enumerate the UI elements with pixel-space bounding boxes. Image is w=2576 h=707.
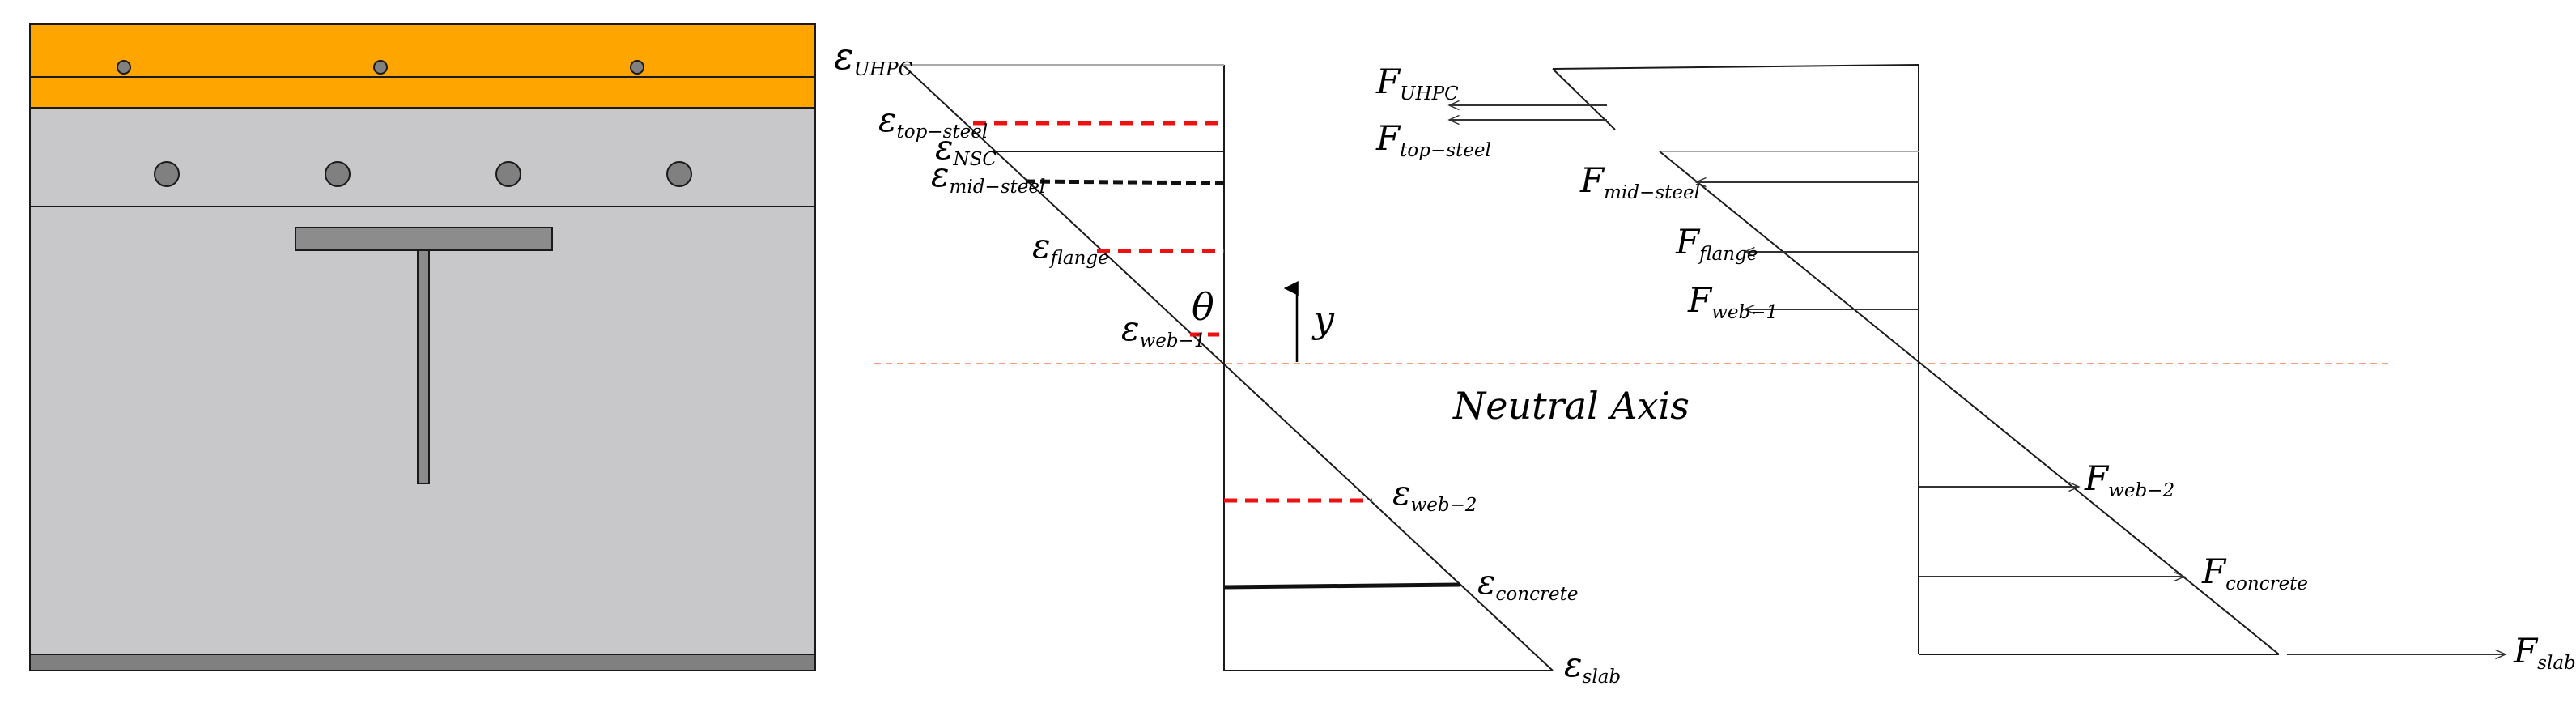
mid-rebar	[666, 161, 692, 187]
force-profile-line	[1659, 151, 2280, 655]
web1-strain-label: εweb−1	[1121, 309, 1205, 351]
concrete-strain-line	[1223, 582, 1461, 590]
cross-section	[29, 23, 816, 671]
slab-force-label: Fslab	[2513, 631, 2576, 674]
bottom-plate	[29, 654, 816, 671]
nsc-strain-label: εNSC	[935, 127, 997, 170]
web2-strain-label: εweb−2	[1392, 473, 1477, 516]
uhpc-strain-label: εUHPC	[834, 34, 913, 80]
uhpc-layer	[29, 23, 816, 109]
uhpc-force-label: FUHPC	[1375, 62, 1459, 104]
top-rebar	[117, 60, 131, 75]
neutral-axis-label: Neutral Axis	[1452, 384, 1690, 428]
mid-steel-strain-dash	[1025, 179, 1225, 185]
rotation-theta-label: θ	[1192, 285, 1214, 329]
strain-diagram: εUHPC εtop−steel εNSC εmid−steel εflange…	[834, 34, 1621, 688]
mid-steel-strain-label: εmid−steel	[931, 155, 1045, 198]
concrete-force-label: Fconcrete	[2201, 552, 2308, 594]
force-diagram: FUHPC Ftop−steel Fmid−steel Fflange Fweb…	[1375, 62, 2576, 674]
strain-profile-line	[902, 64, 1554, 671]
force-top-line	[1552, 64, 1919, 70]
steel-web	[417, 249, 430, 484]
y-axis-label: y	[1311, 297, 1335, 341]
web1-force-label: Fweb−1	[1687, 280, 1778, 323]
top-rebar	[630, 60, 644, 75]
flange-force-label: Fflange	[1675, 222, 1758, 265]
mid-rebar	[495, 161, 521, 187]
slab-strain-label: εslab	[1564, 645, 1621, 688]
top-steel-force-label: Ftop−steel	[1375, 118, 1491, 161]
mid-rebar	[154, 161, 180, 187]
steel-flange	[295, 227, 553, 251]
mid-steel-force-label: Fmid−steel	[1579, 160, 1700, 203]
top-steel-strain-label: εtop−steel	[878, 100, 988, 143]
web2-force-label: Fweb−2	[2084, 458, 2174, 501]
flange-strain-label: εflange	[1032, 226, 1109, 269]
mid-rebar	[325, 161, 351, 187]
concrete-strain-label: εconcrete	[1477, 562, 1578, 605]
top-rebar	[373, 60, 388, 75]
